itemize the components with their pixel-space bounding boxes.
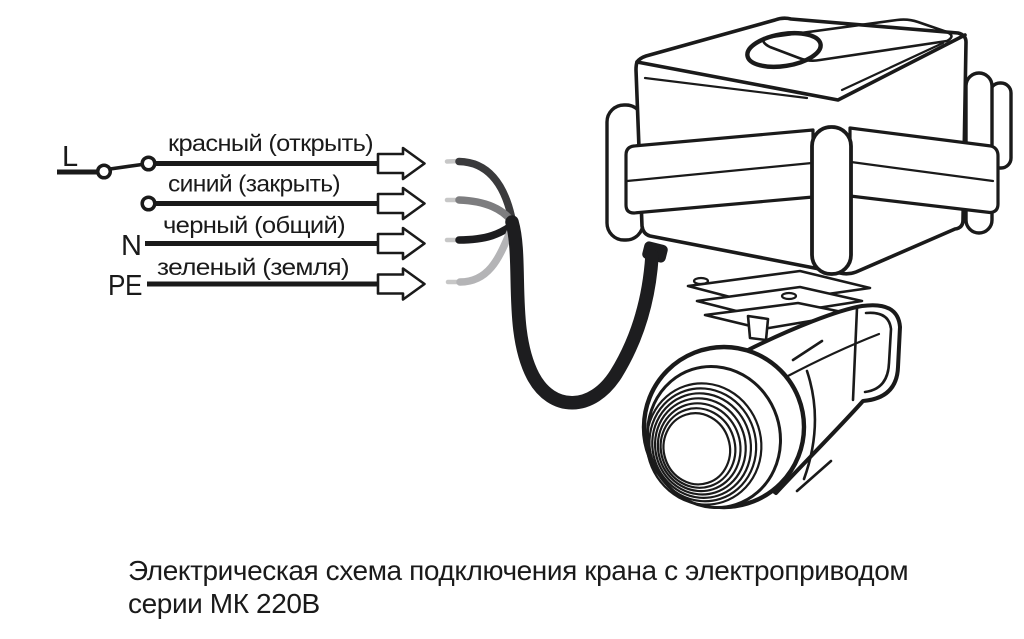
band-seam xyxy=(849,160,995,183)
wire-arrow-icon xyxy=(376,146,426,181)
nut-facet xyxy=(802,369,817,481)
figure-caption: Электрическая схема подключения крана с … xyxy=(128,554,1008,620)
wire-row-red: красный (открыть) xyxy=(156,130,426,181)
wire-label-green: зеленый (земля) xyxy=(157,254,349,280)
terminal-label-neutral: N xyxy=(121,230,141,262)
wire-row-black: N черный (общий) xyxy=(121,212,426,262)
device-cable-assembly xyxy=(444,157,668,410)
wire-row-green: PE зеленый (земля) xyxy=(108,254,426,302)
wire-arrow-icon xyxy=(376,267,426,301)
valve-cap-seam xyxy=(851,306,859,402)
wire-label-red: красный (открыть) xyxy=(168,130,373,156)
lid-seam xyxy=(643,76,809,100)
wire-label-blue: синий (закрыть) xyxy=(168,171,340,197)
device-wire-black xyxy=(455,222,515,244)
valve-cap-face xyxy=(863,311,893,394)
switch-contact-node xyxy=(95,163,113,180)
band-seam xyxy=(625,161,814,183)
caption-line-1: Электрическая схема подключения крана с … xyxy=(128,555,909,586)
terminal-label-earth: PE xyxy=(108,270,142,302)
actuator-top-edge xyxy=(635,33,967,102)
valve-stem xyxy=(746,314,770,342)
flange-screw xyxy=(780,291,798,301)
nut-facet xyxy=(795,459,833,493)
actuator-post-front xyxy=(810,125,853,276)
actuator-top-panel xyxy=(761,18,953,62)
switch-open-node xyxy=(140,155,157,172)
wire-arrow-icon xyxy=(376,226,426,261)
device-wire-blue xyxy=(455,196,515,225)
actuator-drawing xyxy=(605,16,1013,276)
terminal-label-live: L xyxy=(62,141,78,173)
flange-screw xyxy=(692,276,710,286)
valve-body-seam xyxy=(784,332,881,379)
device-wire-red xyxy=(455,157,516,221)
caption-line-2: серии МК 220В xyxy=(128,588,320,619)
actuator-band-right xyxy=(848,126,1000,215)
wire-row-blue: синий (закрыть) xyxy=(156,171,426,221)
valve-drawing xyxy=(641,269,902,510)
wire-arrow-icon xyxy=(376,186,426,221)
valve-threads xyxy=(645,382,763,506)
switch-close-node xyxy=(140,195,157,212)
lid-seam xyxy=(840,41,945,92)
nut-facet xyxy=(791,339,824,362)
device-cable xyxy=(505,215,659,410)
switch-live: L xyxy=(57,141,157,212)
wire-label-black: черный (общий) xyxy=(163,212,345,238)
switch-lever xyxy=(108,162,144,171)
